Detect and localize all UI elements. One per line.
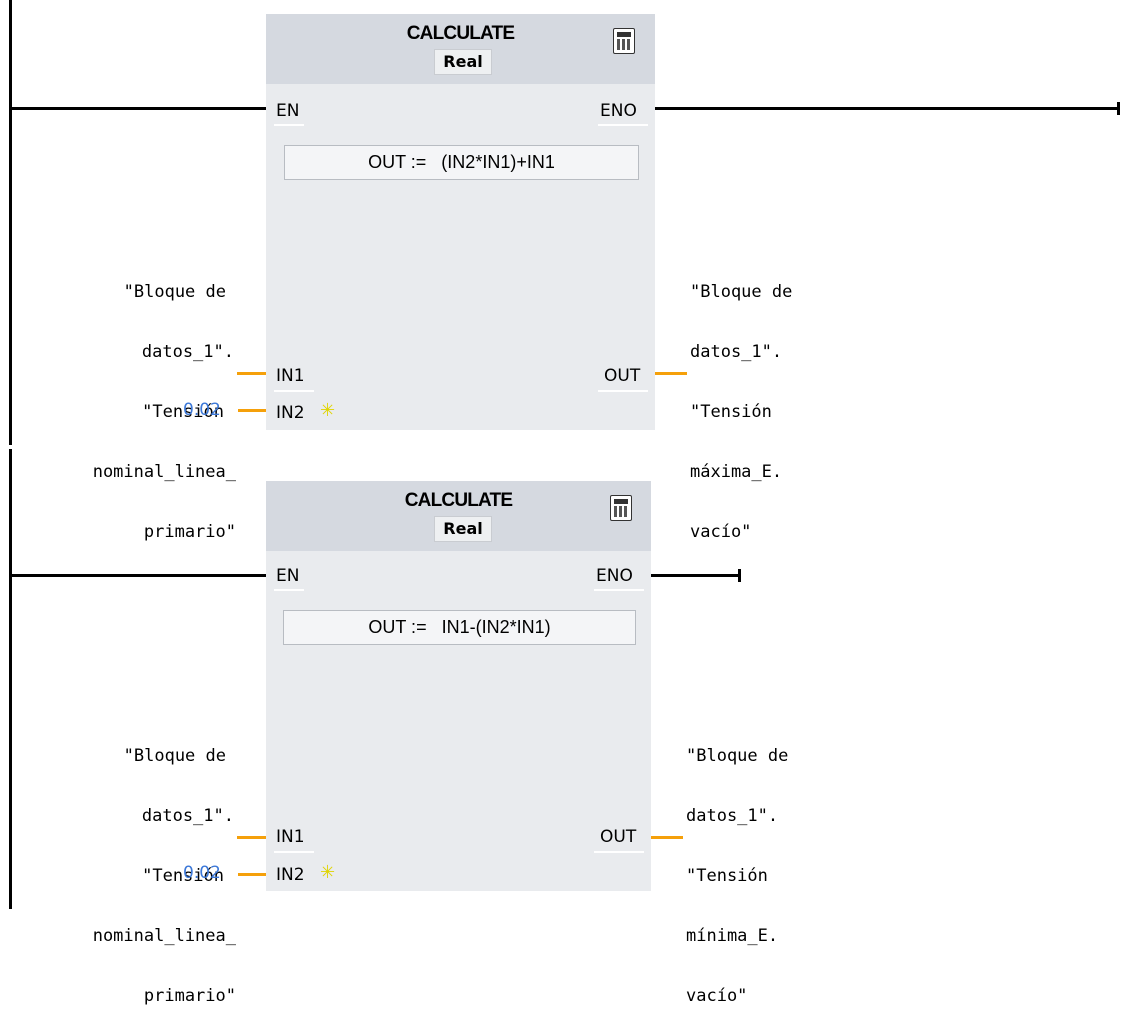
out-operand-network-2[interactable]: "Bloque de datos_1". "Tensión mínima_E. …: [686, 706, 788, 1026]
in1-operand-network-1[interactable]: "Bloque de datos_1". "Tensión nominal_li…: [52, 242, 242, 562]
calculate-block-network-1[interactable]: CALCULATE Real EN ENO OUT := (IN2*IN1)+I…: [266, 14, 655, 430]
operand-line: datos_1".: [141, 806, 234, 826]
operand-line: "Tensión: [142, 866, 224, 886]
operand-line: "Bloque de: [123, 282, 226, 302]
operand-line: primario": [143, 986, 236, 1006]
operand-line: mínima_E.: [686, 926, 779, 946]
operand-line: "Tensión: [686, 866, 768, 886]
calculator-icon[interactable]: [613, 28, 635, 54]
operand-line: datos_1".: [690, 342, 783, 362]
in2-constant-network-1[interactable]: 0.02: [183, 400, 221, 420]
eno-wire-network-1[interactable]: [655, 107, 1118, 110]
in2-operand-wire-network-2: [238, 873, 266, 876]
operand-line: "Bloque de: [686, 746, 789, 766]
formula-field[interactable]: OUT := IN1-(IN2*IN1): [283, 610, 636, 645]
pin-eno-underline: [598, 124, 648, 126]
operand-line: vacío": [686, 986, 748, 1006]
pin-in1-underline: [274, 851, 314, 853]
operand-line: "Bloque de: [123, 746, 226, 766]
in1-operand-wire-network-2: [237, 836, 266, 839]
eno-wire-end-network-1: [1117, 102, 1120, 115]
operand-line: nominal_linea_: [92, 462, 236, 482]
operand-line: máxima_E.: [690, 462, 783, 482]
pin-in2: IN2: [276, 865, 305, 885]
power-rail-network-2: [9, 449, 12, 909]
pin-in1: IN1: [276, 366, 305, 386]
data-type-selector[interactable]: Real: [434, 49, 492, 75]
operand-line: "Tensión: [690, 402, 772, 422]
operand-line: "Tensión: [142, 402, 224, 422]
block-title: CALCULATE: [404, 490, 513, 511]
out-operand-network-1[interactable]: "Bloque de datos_1". "Tensión máxima_E. …: [690, 242, 792, 562]
pin-in1-underline: [274, 390, 314, 392]
data-type-selector[interactable]: Real: [434, 516, 492, 542]
pin-en-underline: [274, 124, 304, 126]
operand-line: vacío": [690, 522, 752, 542]
pin-out-underline: [598, 390, 648, 392]
out-operand-wire-network-1: [655, 372, 687, 375]
pin-out: OUT: [604, 366, 641, 386]
pin-in1: IN1: [276, 827, 305, 847]
pin-out: OUT: [600, 827, 637, 847]
pin-in2: IN2: [276, 403, 305, 423]
en-wire-network-2[interactable]: [9, 574, 266, 577]
out-operand-wire-network-2: [651, 836, 683, 839]
operand-line: datos_1".: [686, 806, 779, 826]
power-rail-network-1: [9, 0, 12, 445]
operand-line: nominal_linea_: [92, 926, 236, 946]
pin-eno: ENO: [596, 566, 633, 586]
pin-en: EN: [276, 566, 300, 586]
pin-en: EN: [276, 101, 300, 121]
add-input-spark-icon[interactable]: ✳: [320, 400, 336, 421]
in2-operand-wire-network-1: [238, 409, 266, 412]
calculate-block-network-2[interactable]: CALCULATE Real EN ENO OUT := IN1-(IN2*IN…: [266, 481, 651, 891]
eno-wire-end-network-2: [738, 569, 741, 582]
formula-field[interactable]: OUT := (IN2*IN1)+IN1: [284, 145, 639, 180]
pin-eno-underline: [594, 589, 644, 591]
in1-operand-wire-network-1: [237, 372, 266, 375]
eno-wire-network-2[interactable]: [651, 574, 739, 577]
pin-eno: ENO: [600, 101, 637, 121]
operand-line: datos_1".: [141, 342, 234, 362]
calculator-icon[interactable]: [610, 495, 632, 521]
in2-constant-network-2[interactable]: 0.02: [183, 863, 221, 883]
operand-line: primario": [143, 522, 236, 542]
block-title: CALCULATE: [406, 23, 515, 44]
pin-en-underline: [274, 589, 304, 591]
add-input-spark-icon[interactable]: ✳: [320, 862, 336, 883]
operand-line: "Bloque de: [690, 282, 793, 302]
en-wire-network-1[interactable]: [9, 107, 266, 110]
pin-out-underline: [594, 851, 644, 853]
